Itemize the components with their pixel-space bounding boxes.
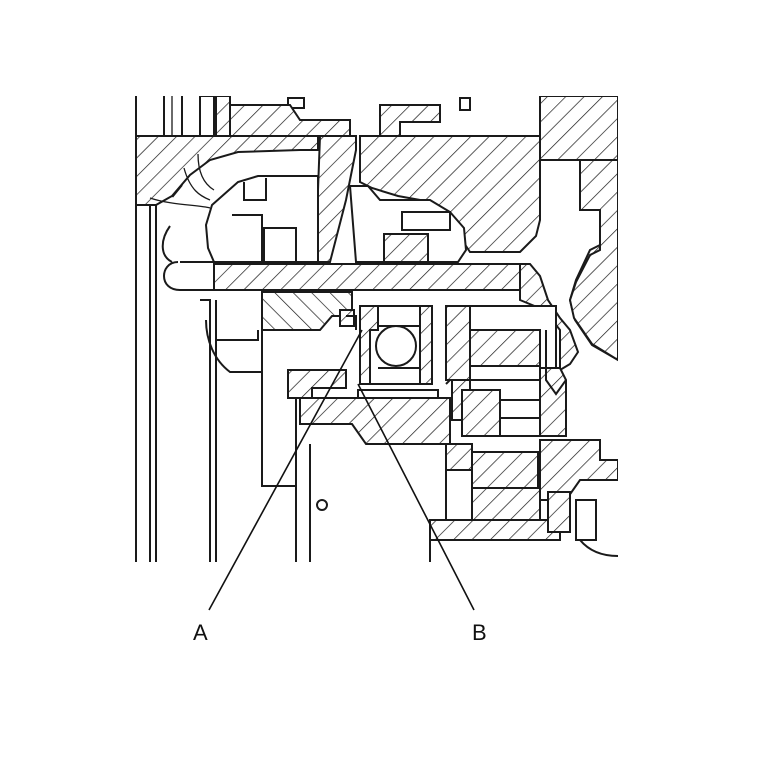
bearing-a [339,305,433,385]
drawing-body [135,96,618,562]
leader-line-b [357,383,475,611]
callout-a: A [193,620,208,645]
hub [261,291,353,331]
upper-housing [135,135,319,206]
leader-line-a [208,329,363,611]
gear-set [429,305,618,562]
callout-b: B [472,620,487,645]
left-shaft-lines [135,96,217,562]
